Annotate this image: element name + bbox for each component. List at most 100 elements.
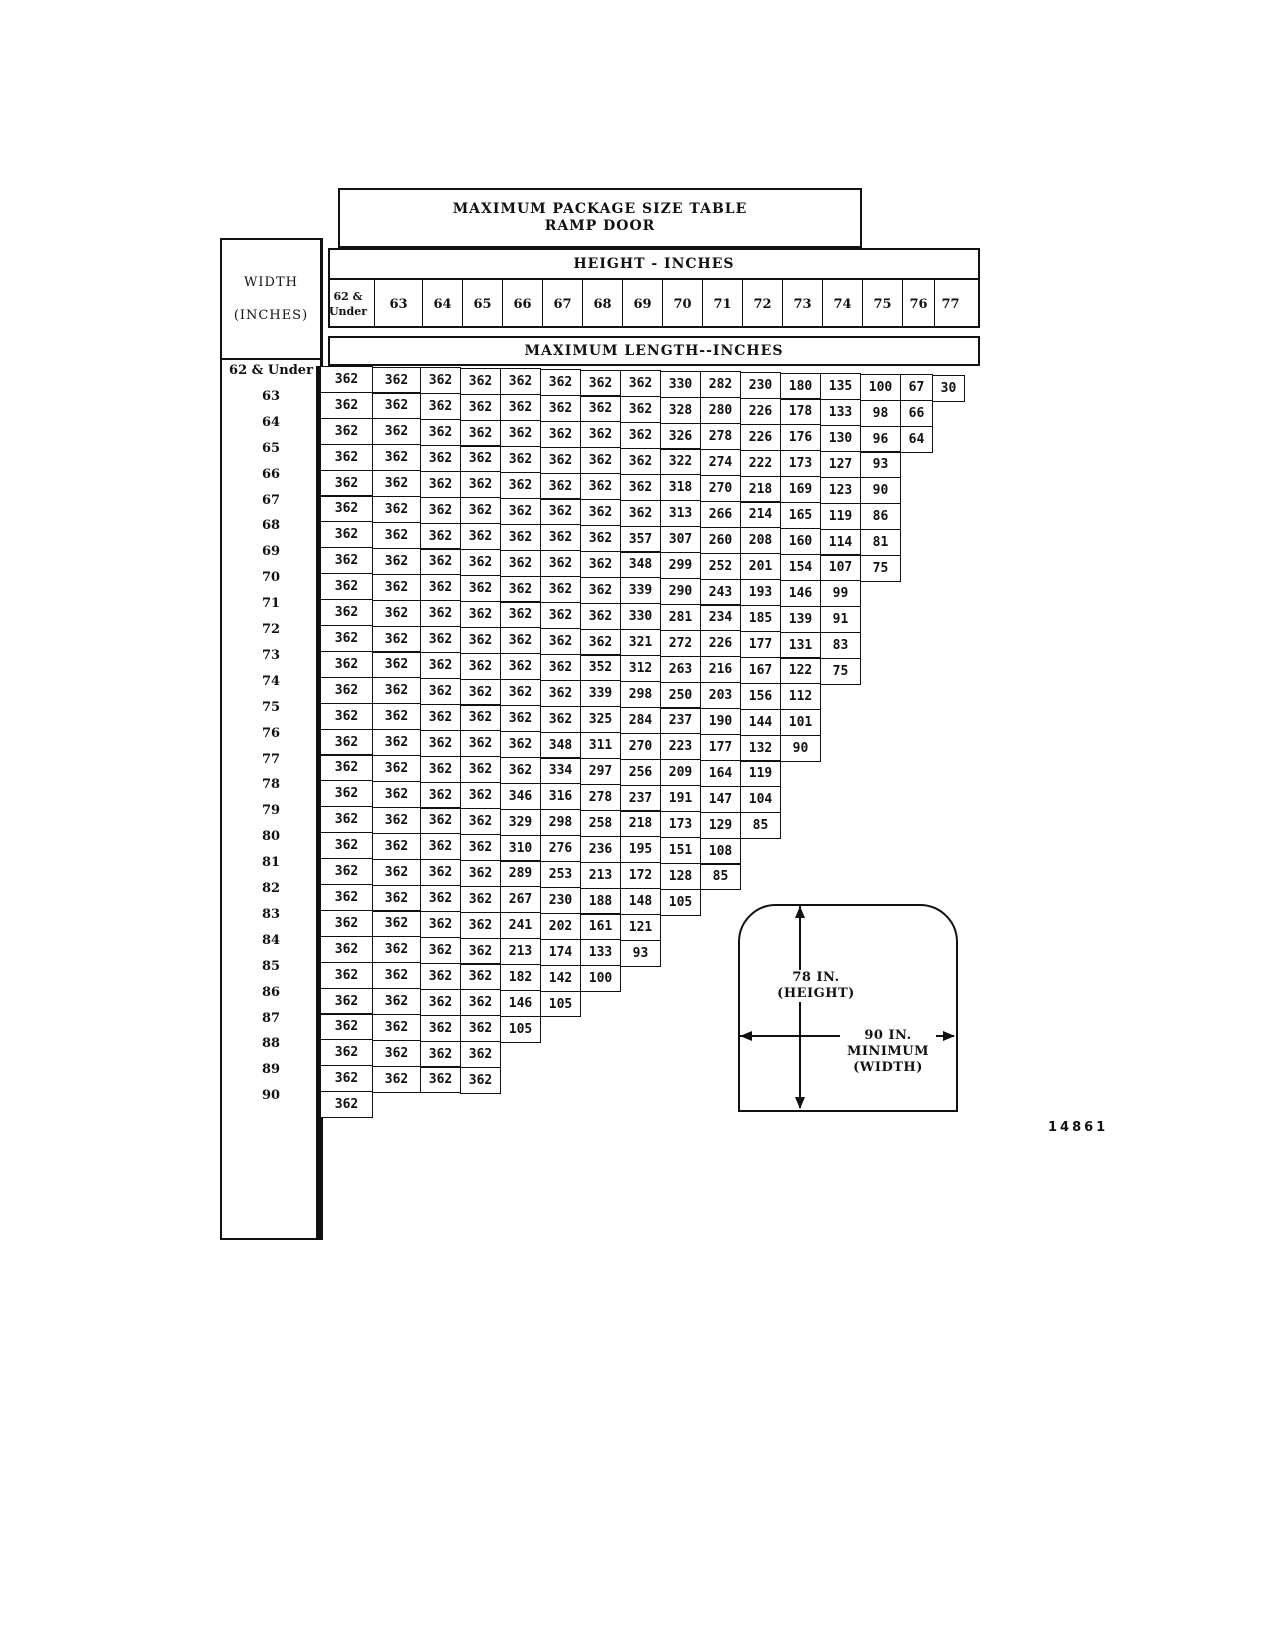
length-cell: 362 (500, 523, 541, 551)
length-cell: 339 (620, 577, 661, 605)
height-col-5: 67 (542, 280, 582, 328)
length-cell: 362 (500, 472, 541, 499)
length-cell: 362 (540, 472, 581, 500)
length-cell: 362 (500, 368, 541, 396)
length-cell: 144 (740, 708, 781, 736)
height-col-8: 70 (662, 280, 702, 328)
length-cell: 362 (320, 650, 373, 678)
length-cell: 362 (460, 367, 501, 395)
length-cell: 191 (660, 785, 701, 813)
length-cell: 100 (580, 965, 621, 993)
length-cell: 362 (460, 600, 501, 628)
length-cell: 209 (660, 759, 701, 787)
length-cell: 362 (500, 575, 541, 603)
length-cell: 230 (540, 887, 581, 914)
length-cell: 362 (372, 832, 421, 860)
length-cell: 165 (780, 502, 821, 529)
length-cell: 362 (420, 937, 461, 964)
length-cell: 357 (620, 525, 661, 553)
title-line-1: MAXIMUM PACKAGE SIZE TABLE (452, 201, 748, 217)
width-row-label: 74 (261, 673, 281, 689)
length-cell: 174 (540, 938, 581, 966)
length-cell: 310 (500, 834, 541, 862)
length-cell: 362 (540, 524, 581, 552)
height-col-10: 72 (742, 280, 782, 328)
length-cell: 362 (460, 471, 501, 499)
height-col-14: 76 (902, 280, 934, 328)
length-cell: 263 (660, 655, 701, 683)
length-cell: 330 (660, 370, 701, 398)
length-cell: 236 (580, 835, 621, 863)
door-height-value: 78 IN. (792, 970, 840, 985)
length-cell: 362 (540, 498, 581, 526)
length-cell: 282 (700, 371, 741, 399)
length-cell: 362 (580, 395, 621, 423)
length-cell: 362 (420, 470, 461, 498)
length-cell: 362 (460, 808, 501, 835)
length-cell: 362 (372, 599, 421, 627)
length-cell: 237 (620, 784, 661, 812)
length-cell: 123 (820, 476, 861, 504)
length-cell: 362 (372, 496, 421, 523)
length-cell: 362 (320, 547, 373, 575)
length-cell: 362 (620, 499, 661, 527)
length-cell: 270 (700, 475, 741, 502)
length-cell: 201 (740, 553, 781, 581)
length-cell: 362 (620, 422, 661, 449)
length-cell: 362 (372, 444, 421, 472)
length-cell: 274 (700, 449, 741, 476)
length-cell: 362 (420, 444, 461, 472)
length-cell: 362 (460, 937, 501, 965)
length-cell: 362 (460, 782, 501, 810)
length-cell: 321 (620, 629, 661, 657)
length-cell: 362 (320, 754, 373, 782)
length-cell: 182 (500, 964, 541, 991)
length-cell: 362 (500, 705, 541, 732)
width-row-label: 78 (261, 777, 281, 793)
length-cell: 362 (420, 807, 461, 835)
length-cell: 193 (740, 579, 781, 607)
width-header-line-2: (INCHES) (233, 308, 309, 323)
length-cell: 280 (700, 397, 741, 425)
width-row-label: 69 (261, 544, 281, 560)
length-cell: 284 (620, 706, 661, 734)
length-cell: 362 (320, 702, 373, 730)
length-cell: 362 (540, 653, 581, 681)
door-width-minimum: MINIMUM (846, 1044, 930, 1059)
length-cell: 178 (780, 398, 821, 426)
length-cell: 362 (420, 859, 461, 887)
length-cell: 66 (900, 400, 933, 428)
width-row-label: 79 (261, 803, 281, 819)
length-cell: 243 (700, 578, 741, 606)
length-cell: 213 (580, 861, 621, 889)
width-row-label: 88 (261, 1036, 281, 1052)
length-cell: 362 (540, 628, 581, 655)
length-cell: 362 (460, 885, 501, 913)
table-left-border (316, 366, 320, 1240)
length-cell: 362 (500, 549, 541, 577)
length-cell: 230 (740, 372, 781, 399)
length-cell: 276 (540, 835, 581, 863)
figure-number: 14861 (1048, 1120, 1109, 1135)
length-cell: 148 (620, 888, 661, 916)
length-header: MAXIMUM LENGTH--INCHES (328, 336, 980, 366)
length-cell: 362 (540, 602, 581, 629)
length-cell: 213 (500, 938, 541, 966)
length-cell: 316 (540, 783, 581, 811)
length-cell: 226 (740, 397, 781, 425)
width-row-label: 68 (261, 518, 281, 534)
width-row-label: 73 (261, 647, 281, 663)
length-cell: 167 (740, 656, 781, 684)
length-cell: 334 (540, 757, 581, 785)
length-cell: 90 (780, 735, 821, 763)
length-cell: 128 (660, 862, 701, 890)
length-cell: 362 (460, 626, 501, 654)
length-cell: 362 (540, 679, 581, 707)
length-cell: 362 (372, 573, 421, 601)
door-height-caption: (HEIGHT) (777, 986, 855, 1001)
length-cell: 147 (700, 785, 741, 813)
length-cell: 362 (460, 678, 501, 706)
length-cell: 195 (620, 836, 661, 864)
length-cell: 362 (372, 625, 421, 653)
length-cell: 362 (420, 962, 461, 990)
